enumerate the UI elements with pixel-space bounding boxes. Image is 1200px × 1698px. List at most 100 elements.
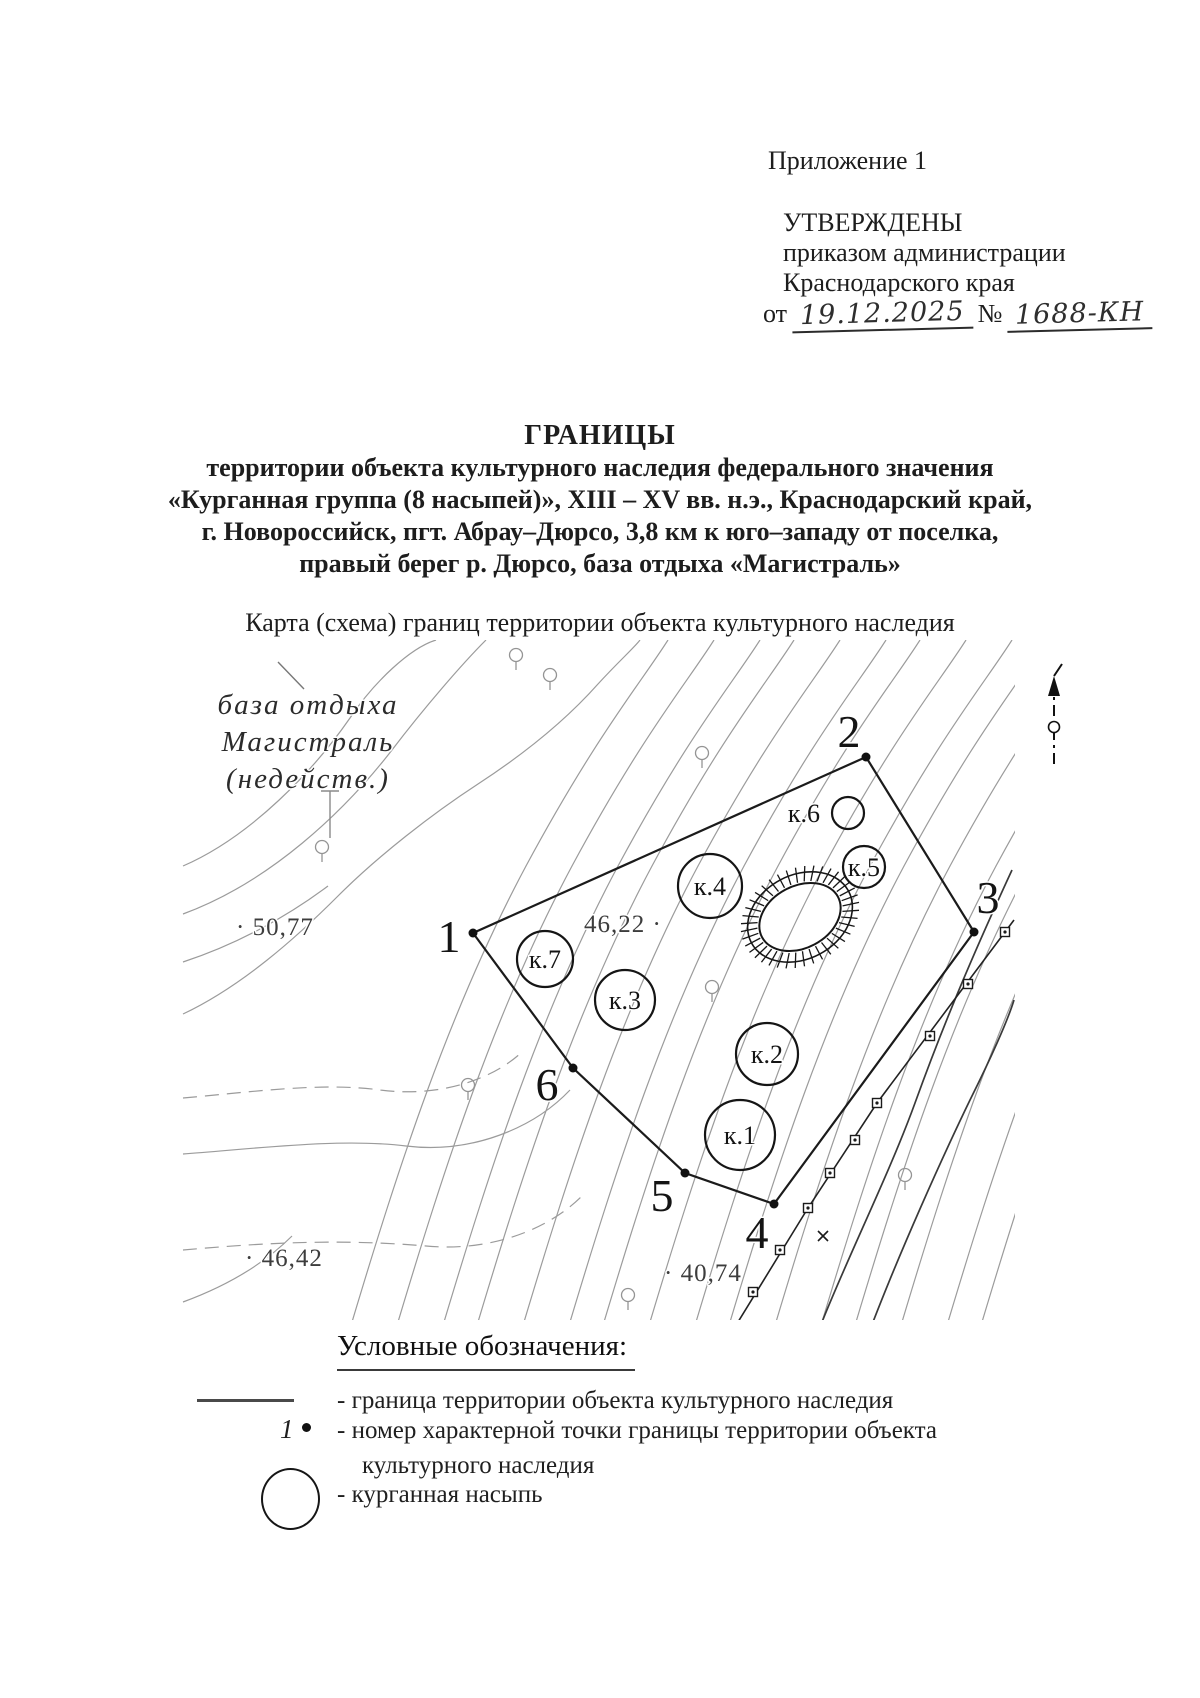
- survey-mark: [321, 790, 339, 838]
- contour-line: [649, 640, 967, 1320]
- kurgan-label: к.4: [694, 872, 726, 901]
- appendix-label: Приложение 1: [768, 146, 928, 175]
- slope-line: [872, 999, 1015, 1320]
- cross-mark: [817, 1230, 829, 1242]
- contour-line: [182, 1195, 583, 1251]
- legend-item-point-line1: - номер характерной точки границы террит…: [337, 1417, 937, 1444]
- boundary-point-number: 2: [838, 706, 861, 757]
- contour-line: [855, 893, 1015, 1320]
- document-heading: ГРАНИЦЫ территории объекта культурного н…: [0, 420, 1200, 580]
- tree-icon: [620, 1287, 636, 1310]
- legend-point-number-symbol: 1: [280, 1414, 294, 1444]
- heading-line5: правый берег р. Дюрсо, база отдыха «Маги…: [299, 549, 901, 578]
- boundary-point-number: 5: [651, 1170, 674, 1221]
- power-pole-icon: [924, 1030, 936, 1042]
- kurgan-circle: [703, 1098, 777, 1172]
- contour-line: [947, 1111, 1015, 1320]
- contour-line: [443, 640, 761, 1320]
- tree-icon: [314, 839, 330, 862]
- boundary-point-dot: [969, 927, 979, 937]
- heading-line1: ГРАНИЦЫ: [524, 420, 676, 451]
- contour-line: [569, 640, 887, 1320]
- power-pole-icon: [962, 978, 974, 990]
- contour-line: [182, 885, 329, 963]
- kurgan-circle: [830, 795, 866, 831]
- contour-line: [182, 1235, 293, 1303]
- boundary-point-number: 6: [536, 1059, 559, 1110]
- power-line: [738, 869, 1015, 1320]
- legend-item-point-line2: культурного наследия: [362, 1452, 595, 1479]
- label-leader-line: [277, 661, 305, 690]
- boundary-point-number: 4: [746, 1207, 769, 1258]
- approved-by-line2: Краснодарского края: [783, 268, 1015, 297]
- legend-boundary-line-symbol: [197, 1399, 294, 1402]
- contour-lines: [182, 640, 1015, 1320]
- contour-line: [523, 640, 841, 1320]
- number-sign: №: [977, 299, 1003, 328]
- kurgan-circle: [515, 929, 575, 989]
- elevation-mark: 46,22 ·: [584, 911, 662, 938]
- kurgan-circle: [841, 844, 887, 890]
- order-number-handwritten: 1688-КН: [1007, 296, 1154, 333]
- boundary-point-number: 1: [438, 911, 461, 962]
- tree-icon: [542, 667, 558, 690]
- power-pole-icon: [802, 1202, 814, 1214]
- contour-line: [182, 640, 641, 1015]
- heading-line3: «Курганная группа (8 насыпей)», XIII – X…: [167, 485, 1033, 514]
- approval-block: УТВЕРЖДЕНЫ приказом администрации Красно…: [763, 208, 1158, 334]
- kurgan-label: к.1: [724, 1121, 756, 1150]
- kurgan-circle: [734, 1021, 800, 1087]
- contour-line: [981, 1212, 1015, 1320]
- legend-kurgan-circle-symbol: [261, 1468, 320, 1530]
- legend-title: Условные обозначения:: [337, 1330, 636, 1371]
- area-label-line: Магистраль: [221, 726, 395, 758]
- contour-line: [477, 640, 795, 1320]
- tree-icon: [460, 1077, 476, 1100]
- map-caption: Карта (схема) границ территории объекта …: [245, 608, 955, 637]
- boundary-point-dot: [468, 928, 478, 938]
- elevation-mark: · 46,42: [245, 1245, 323, 1272]
- tree-icon: [897, 1167, 913, 1190]
- heading-line2: территории объекта культурного наследия …: [206, 453, 994, 482]
- legend-point-dot-symbol: [302, 1423, 311, 1432]
- legend-item-boundary: - граница территории объекта культурного…: [337, 1387, 894, 1414]
- contour-line: [901, 993, 1015, 1320]
- contour-line: [729, 684, 1015, 1320]
- contour-line: [603, 640, 921, 1320]
- contour-line: [182, 640, 437, 867]
- territory-boundary: [468, 752, 979, 1209]
- contour-line: [351, 640, 669, 1320]
- order-from-label: от: [763, 299, 788, 328]
- kurgan-label: к.7: [529, 945, 561, 974]
- approved-title: УТВЕРЖДЕНЫ: [783, 208, 963, 237]
- contour-line: [182, 1089, 571, 1155]
- power-pole-icon: [824, 1167, 836, 1179]
- slope-line: [821, 869, 1013, 1320]
- heading-line4: г. Новороссийск, пгт. Абрау–Дюрсо, 3,8 к…: [201, 517, 999, 546]
- tree-icon: [508, 647, 524, 670]
- tree-icon: [694, 745, 710, 768]
- kurgan-label: к.5: [848, 853, 880, 882]
- north-arrow: [1047, 663, 1063, 764]
- kurgan-label: к.2: [751, 1040, 783, 1069]
- contour-line: [775, 753, 1015, 1320]
- tree-icon: [704, 979, 720, 1002]
- contour-line: [821, 830, 1015, 1320]
- kurgan-mound-hachured: [740, 865, 860, 969]
- kurgan-label: к.6: [788, 799, 820, 828]
- boundary-point-dot: [861, 752, 871, 762]
- boundary-point-number: 3: [977, 872, 1000, 923]
- boundary-point-dot: [769, 1199, 779, 1209]
- elevation-mark: · 40,74: [664, 1260, 742, 1287]
- boundary-point-dot: [680, 1168, 690, 1178]
- contour-line: [397, 640, 715, 1320]
- approved-by-line1: приказом администрации: [783, 238, 1066, 267]
- kurgan-circle: [593, 968, 657, 1032]
- contour-line: [182, 640, 487, 915]
- kurgan-label: к.3: [609, 986, 641, 1015]
- power-pole-icon: [747, 1286, 759, 1298]
- map-misc-symbols: [277, 647, 913, 1310]
